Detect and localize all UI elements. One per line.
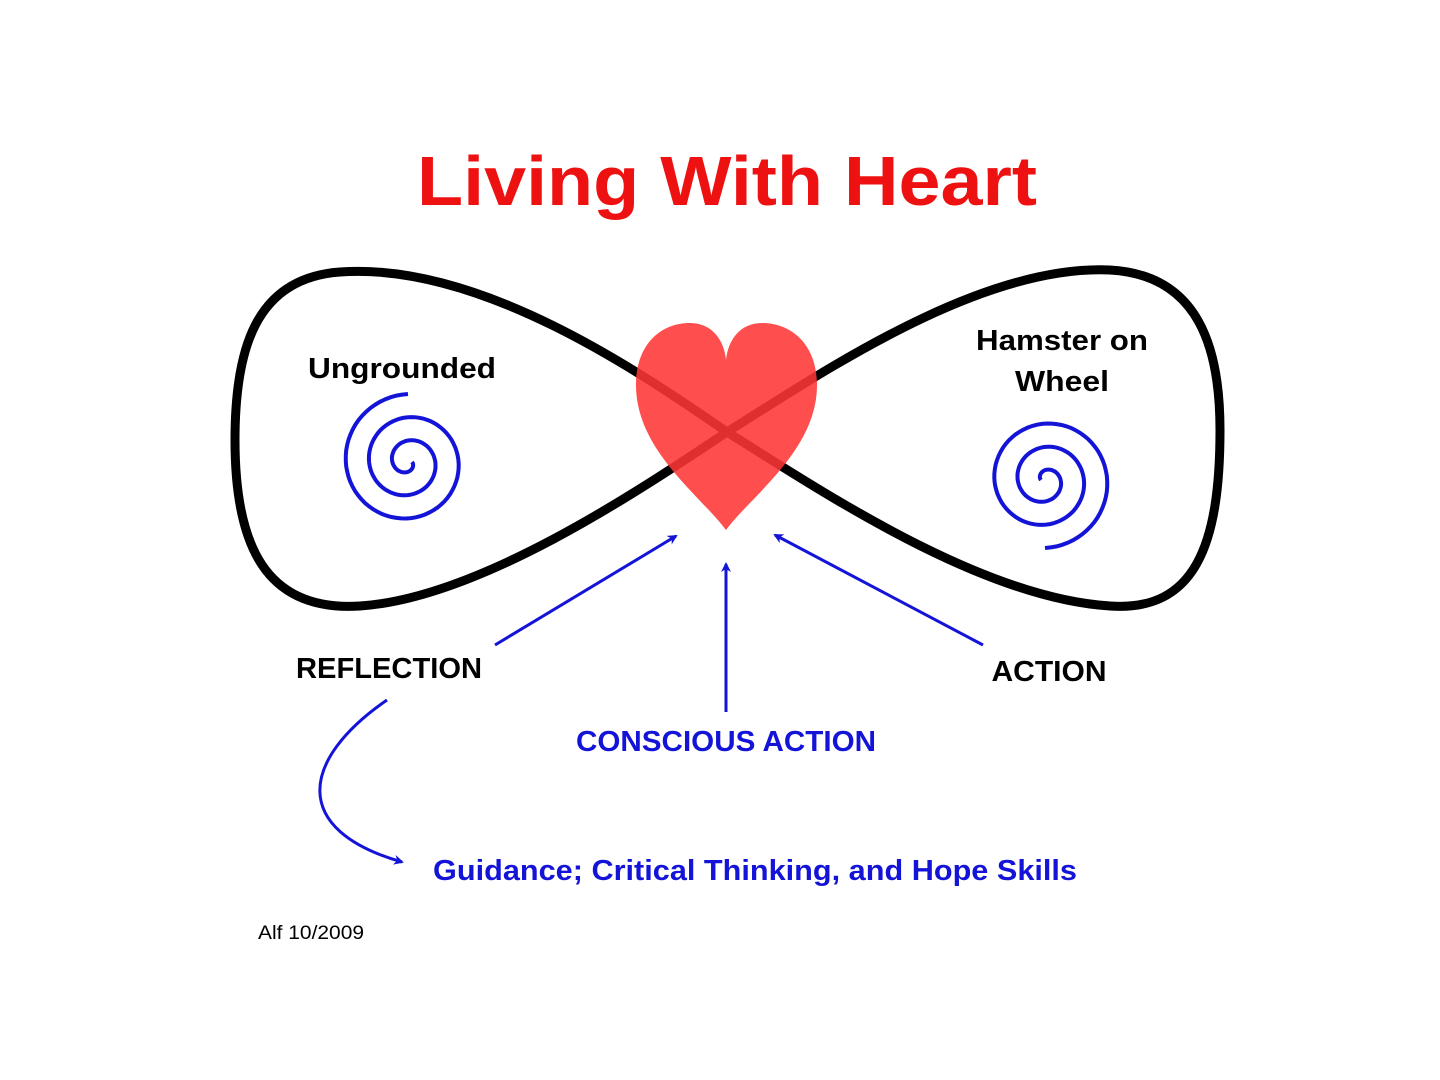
- label-ungrounded: Ungrounded: [308, 353, 496, 385]
- label-reflection: REFLECTION: [296, 653, 482, 685]
- diagram-title: Living With Heart: [417, 142, 1037, 220]
- signature: Alf 10/2009: [258, 923, 364, 944]
- right-spiral-icon: [992, 421, 1110, 550]
- reflection-arrow: [494, 534, 678, 647]
- action-arrow: [773, 533, 984, 647]
- left-spiral-icon: [343, 392, 461, 521]
- label-guidance: Guidance; Critical Thinking, and Hope Sk…: [433, 855, 1077, 887]
- guidance-curved-arrow: [318, 698, 404, 865]
- label-hamster-line1: Hamster on: [976, 325, 1148, 357]
- label-hamster-line2: Wheel: [1015, 366, 1109, 398]
- label-conscious-action: CONSCIOUS ACTION: [576, 726, 876, 758]
- heart-icon: [636, 323, 817, 530]
- label-action: ACTION: [992, 656, 1107, 688]
